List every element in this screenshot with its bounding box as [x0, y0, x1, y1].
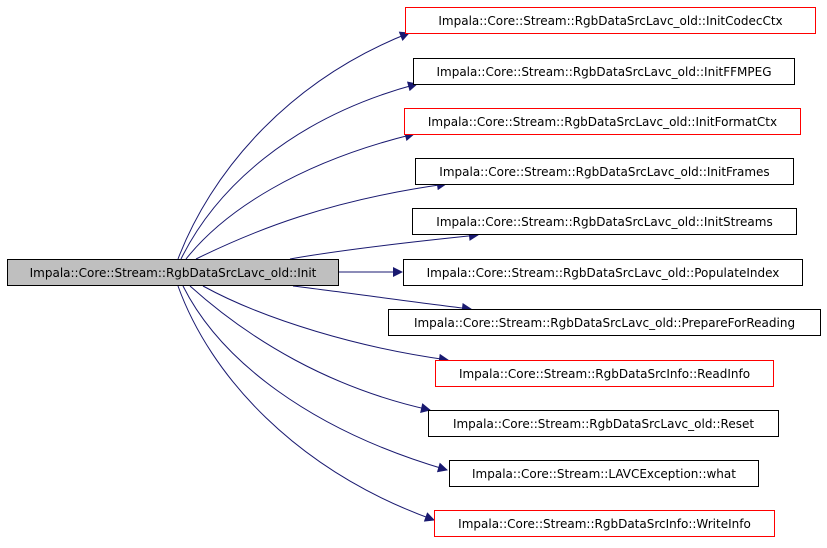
- edge-to-reset: [189, 285, 431, 413]
- callee-node-init-ffmpeg[interactable]: Impala::Core::Stream::RgbDataSrcLavc_old…: [413, 58, 795, 85]
- callee-node-write-info[interactable]: Impala::Core::Stream::RgbDataSrcInfo::Wr…: [434, 510, 775, 537]
- callee-node-what[interactable]: Impala::Core::Stream::LAVCException::wha…: [449, 460, 759, 487]
- edge-to-init-frames: [195, 180, 447, 260]
- callee-node-init-codec-ctx[interactable]: Impala::Core::Stream::RgbDataSrcLavc_old…: [405, 7, 816, 34]
- callee-node-prepare-for-reading[interactable]: Impala::Core::Stream::RgbDataSrcLavc_old…: [388, 309, 821, 336]
- edge-to-what: [182, 285, 448, 473]
- edge-to-init-format-ctx: [185, 131, 415, 260]
- root-node-init: Impala::Core::Stream::RgbDataSrcLavc_old…: [7, 259, 339, 286]
- callee-node-init-frames[interactable]: Impala::Core::Stream::RgbDataSrcLavc_old…: [415, 158, 794, 185]
- edge-to-read-info: [202, 285, 449, 364]
- edge-to-write-info: [177, 285, 435, 522]
- callee-node-init-streams[interactable]: Impala::Core::Stream::RgbDataSrcLavc_old…: [412, 208, 797, 235]
- callee-node-reset[interactable]: Impala::Core::Stream::RgbDataSrcLavc_old…: [428, 410, 779, 437]
- callee-node-populate-index[interactable]: Impala::Core::Stream::RgbDataSrcLavc_old…: [403, 259, 803, 286]
- edge-to-init-ffmpeg: [180, 81, 418, 260]
- edge-to-init-streams: [289, 230, 479, 260]
- edge-to-prepare-for-reading: [292, 285, 472, 313]
- edge-to-init-codec-ctx: [177, 31, 410, 260]
- callee-node-init-format-ctx[interactable]: Impala::Core::Stream::RgbDataSrcLavc_old…: [404, 108, 801, 135]
- callee-node-read-info[interactable]: Impala::Core::Stream::RgbDataSrcInfo::Re…: [435, 360, 774, 387]
